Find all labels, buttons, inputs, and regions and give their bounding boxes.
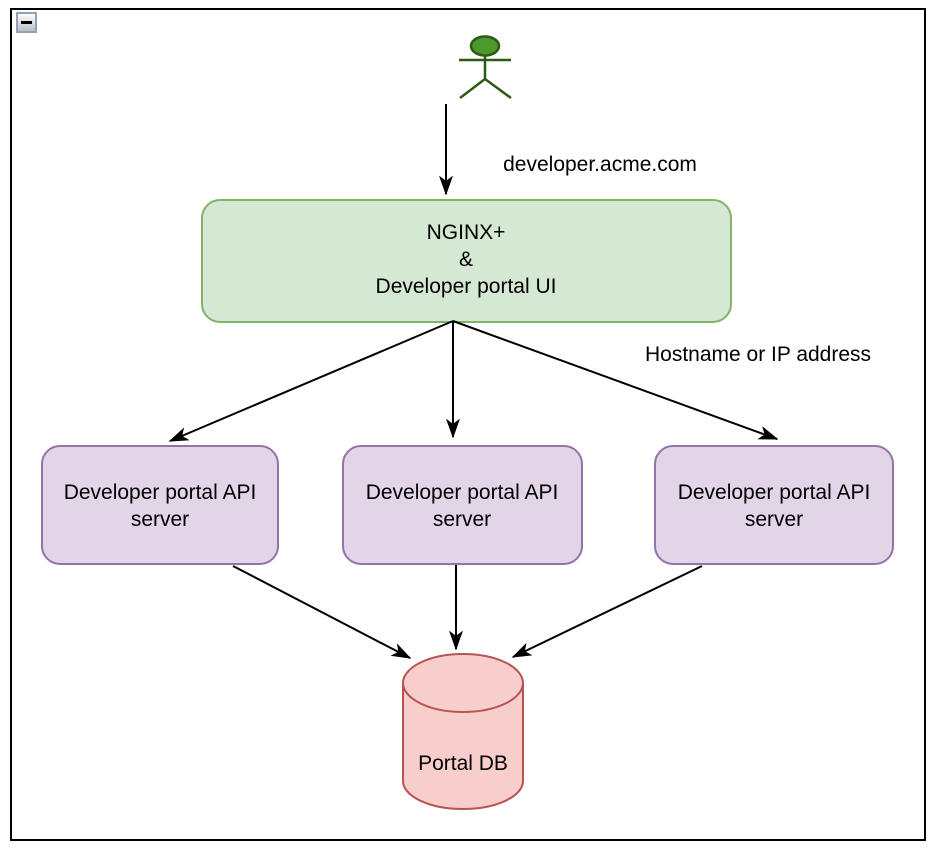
collapse-button[interactable] — [16, 12, 37, 33]
edge-api1-to-db[interactable] — [232, 565, 410, 659]
api-server-1-line1: Developer portal API — [64, 481, 257, 504]
edge-nginx-to-api3[interactable] — [452, 320, 777, 440]
api-server-2-line1: Developer portal API — [366, 481, 559, 504]
edge-nginx-to-api1[interactable] — [170, 320, 454, 442]
actor-leg-right — [484, 77, 512, 100]
edge-label-hostname-ip: Hostname or IP address — [645, 343, 871, 366]
node-nginx-portal-ui[interactable] — [201, 199, 732, 323]
portal-db-label: Portal DB — [418, 752, 508, 775]
node-api-server-1[interactable] — [41, 445, 279, 565]
api-server-3-line2: server — [745, 508, 803, 531]
actor-head — [469, 35, 501, 57]
api-server-1-line2: server — [131, 508, 189, 531]
api-server-3-line1: Developer portal API — [678, 481, 871, 504]
user-actor-icon[interactable] — [459, 35, 512, 100]
minus-icon — [21, 21, 32, 24]
node-api-server-3[interactable] — [654, 445, 894, 565]
node-portal-db[interactable]: Portal DB — [402, 653, 524, 810]
nginx-label-line2: & — [459, 248, 473, 271]
db-cylinder-body — [402, 682, 524, 810]
edge-api3-to-db[interactable] — [513, 565, 703, 658]
nginx-label-line1: NGINX+ — [427, 221, 506, 244]
node-api-server-2[interactable] — [342, 445, 583, 565]
nginx-label-line3: Developer portal UI — [376, 275, 557, 298]
edge-label-developer-acme: developer.acme.com — [503, 153, 697, 176]
actor-leg-left — [459, 78, 486, 99]
db-cylinder-top — [402, 653, 524, 713]
api-server-2-line2: server — [433, 508, 491, 531]
